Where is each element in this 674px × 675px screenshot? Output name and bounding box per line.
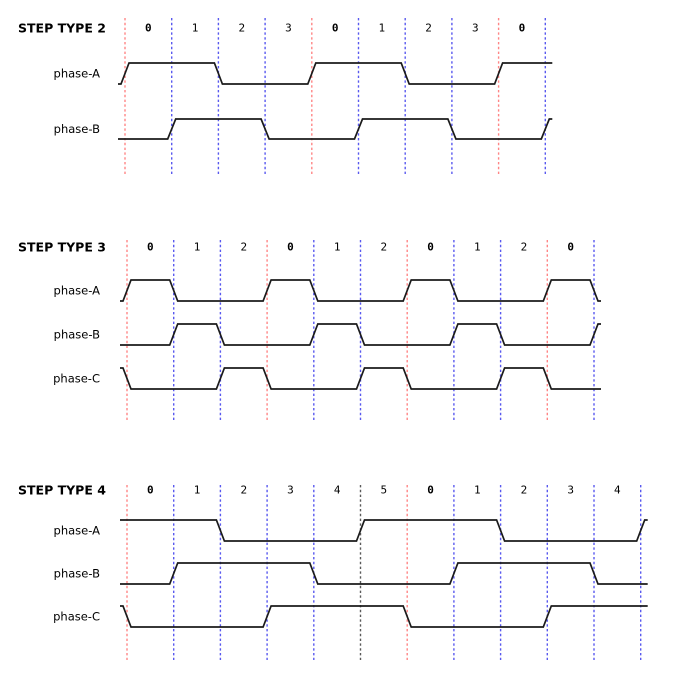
waveform-phase-b (118, 118, 553, 140)
step-number-label: 3 (472, 22, 479, 35)
step-number-label: 1 (474, 241, 481, 254)
step-number-label: 2 (425, 22, 432, 35)
waveform-phase-a (120, 279, 601, 302)
phase-label: phase-C (53, 372, 100, 386)
waveform-phase-a (118, 62, 553, 85)
phase-label: phase-B (54, 567, 100, 581)
step-number-label: 2 (521, 484, 528, 497)
step-number-label: 3 (287, 484, 294, 497)
diagram-step-type-3: STEP TYPE 3 0 1 2 0 1 2 0 1 2 0 phase-A phase-B phase… (18, 240, 601, 420)
step-number-label: 2 (240, 241, 247, 254)
step-number-label: 0 (427, 484, 434, 497)
step-number-label: 2 (521, 241, 528, 254)
step-number-label: 0 (519, 22, 526, 35)
step-number-label: 1 (379, 22, 386, 35)
step-number-label: 0 (147, 484, 154, 497)
phase-label: phase-A (54, 524, 101, 538)
step-number-label: 2 (238, 22, 245, 35)
phase-label: phase-A (54, 67, 101, 81)
step-number-label: 1 (334, 241, 341, 254)
step-number-label: 3 (567, 484, 574, 497)
step-number-label: 0 (332, 22, 339, 35)
step-number-label: 0 (567, 241, 574, 254)
step-number-label: 0 (145, 22, 152, 35)
step-number-label: 0 (287, 241, 294, 254)
step-number-label: 0 (427, 241, 434, 254)
phase-label: phase-A (54, 284, 101, 298)
step-number-label: 2 (381, 241, 388, 254)
step-number-label: 1 (194, 484, 201, 497)
waveform-phase-a (120, 519, 648, 542)
step-number-label: 1 (194, 241, 201, 254)
phase-label: phase-B (54, 122, 100, 136)
step-number-label: 1 (192, 22, 199, 35)
diagram-title: STEP TYPE 4 (18, 483, 106, 498)
waveform-phase-b (120, 562, 648, 585)
waveform-phase-c (120, 367, 601, 390)
diagram-step-type-2: STEP TYPE 2 0 1 2 3 0 1 2 3 0 phase-A phase-B (18, 18, 553, 175)
step-number-label: 0 (147, 241, 154, 254)
step-number-label: 4 (614, 484, 621, 497)
waveform-phase-b (120, 323, 601, 346)
step-number-label: 3 (285, 22, 292, 35)
step-number-label: 1 (474, 484, 481, 497)
step-number-label: 2 (240, 484, 247, 497)
phase-label: phase-B (54, 328, 100, 342)
waveform-phase-c (120, 605, 648, 628)
diagram-title: STEP TYPE 3 (18, 240, 106, 255)
diagram-step-type-4: STEP TYPE 4 0 1 2 3 4 5 0 1 2 3 4 phase-A phase-B phas… (18, 483, 648, 660)
step-number-label: 5 (381, 484, 388, 497)
diagram-title: STEP TYPE 2 (18, 21, 106, 36)
phase-label: phase-C (53, 610, 100, 624)
step-number-label: 4 (334, 484, 341, 497)
